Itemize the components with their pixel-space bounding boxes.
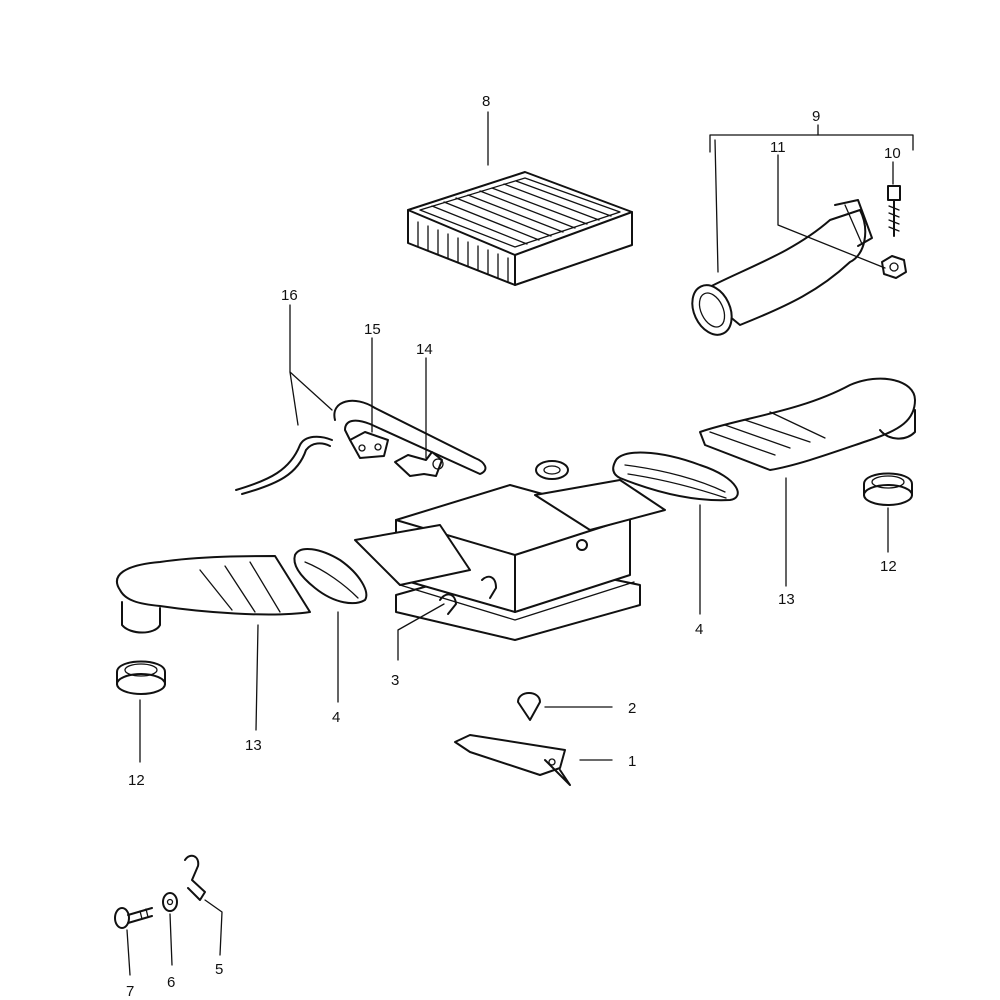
seal-right <box>612 451 739 502</box>
rubber-plug <box>517 692 541 721</box>
callout-5: 5 <box>215 961 223 978</box>
callout-16: 16 <box>281 287 298 304</box>
callout-2: 2 <box>628 700 636 717</box>
callout-12-left: 12 <box>128 772 145 789</box>
callout-labels: 8 9 11 10 16 15 14 12 13 4 3 2 1 13 4 12… <box>126 93 901 1000</box>
callout-1: 1 <box>628 753 636 770</box>
callout-14: 14 <box>416 341 433 358</box>
callout-8: 8 <box>482 93 490 110</box>
callout-12-right: 12 <box>880 558 897 575</box>
callout-13-left: 13 <box>245 737 262 754</box>
breather-hose-group <box>235 399 487 495</box>
callout-13-right: 13 <box>778 591 795 608</box>
grommet-ring-left <box>116 660 166 695</box>
intake-duct-assembly <box>691 185 907 336</box>
air-filter-element <box>407 171 633 286</box>
callout-7: 7 <box>126 983 134 1000</box>
callout-15: 15 <box>364 321 381 338</box>
callout-10: 10 <box>884 145 901 162</box>
leader-lines <box>126 111 914 976</box>
callout-3: 3 <box>391 672 399 689</box>
callout-4-left: 4 <box>332 709 340 726</box>
grommet-ring-right <box>863 472 913 506</box>
mounting-bracket <box>454 734 571 786</box>
snorkel-left <box>115 555 311 634</box>
callout-6: 6 <box>167 974 175 991</box>
callout-11: 11 <box>770 139 786 156</box>
air-cleaner-housing <box>354 460 666 641</box>
small-hardware <box>114 854 206 929</box>
seal-left <box>293 548 368 605</box>
callout-9: 9 <box>812 108 820 125</box>
callout-4-right: 4 <box>695 621 703 638</box>
snorkel-right <box>699 377 916 471</box>
